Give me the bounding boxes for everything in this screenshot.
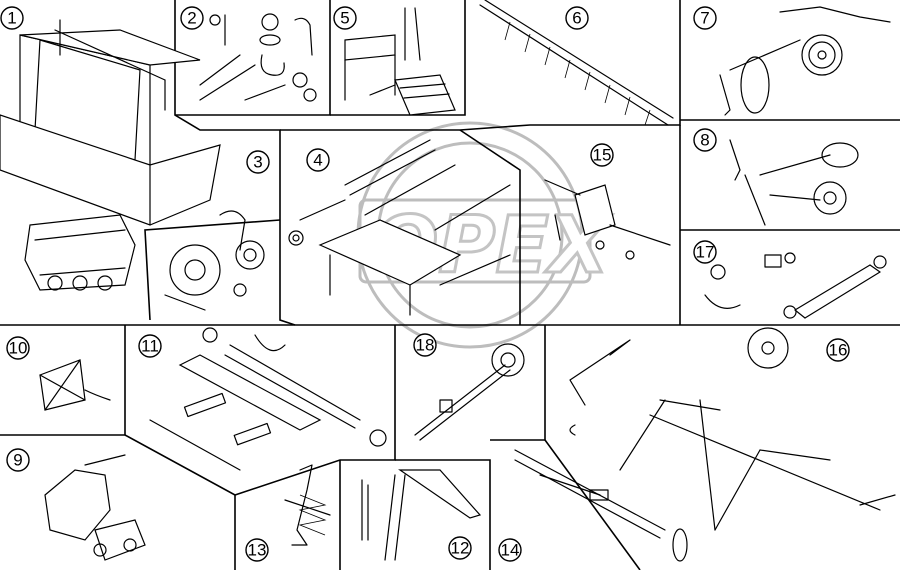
- callout-10: 10: [6, 336, 30, 360]
- callout-7: 7: [693, 6, 717, 30]
- svg-text:13: 13: [248, 541, 267, 560]
- support-stand-illustration: [361, 469, 482, 561]
- svg-text:5: 5: [340, 9, 349, 28]
- fittings-illustration: [199, 13, 317, 102]
- callout-4: 4: [306, 148, 330, 172]
- coulter-wheel-illustration: [719, 6, 891, 116]
- svg-text:16: 16: [829, 341, 848, 360]
- callout-18: 18: [413, 333, 437, 357]
- callout-17: 17: [693, 240, 717, 264]
- coulter-assembly-illustration: [729, 139, 859, 226]
- svg-text:10: 10: [9, 339, 28, 358]
- callout-9: 9: [6, 448, 30, 472]
- svg-text:8: 8: [700, 131, 709, 150]
- tow-frame-illustration: [569, 327, 896, 531]
- callout-3: 3: [246, 150, 270, 174]
- marker-arm-illustration: [514, 449, 688, 562]
- svg-text:12: 12: [451, 539, 470, 558]
- svg-text:3: 3: [253, 153, 262, 172]
- meter-drive-illustration: [164, 210, 265, 311]
- callout-11: 11: [138, 334, 162, 358]
- svg-text:17: 17: [696, 243, 715, 262]
- gear-sensor-illustration: [414, 343, 525, 441]
- svg-text:9: 9: [13, 451, 22, 470]
- callout-16: 16: [826, 338, 850, 362]
- svg-text:4: 4: [313, 151, 322, 170]
- svg-text:1: 1: [7, 9, 16, 28]
- callout-6: 6: [565, 6, 589, 30]
- svg-text:18: 18: [416, 336, 435, 355]
- hydraulic-cylinder-illustration: [704, 252, 887, 319]
- main-frame-illustration: [288, 139, 511, 316]
- reflector-sign-illustration: [39, 359, 111, 411]
- gearbox-illustration: [544, 179, 671, 260]
- step-ladder-illustration: [344, 7, 456, 116]
- svg-text:6: 6: [572, 9, 581, 28]
- axle-frame-illustration: [149, 327, 387, 471]
- callout-15: 15: [590, 143, 614, 167]
- svg-text:2: 2: [187, 9, 196, 28]
- callout-5: 5: [333, 6, 357, 30]
- callout-8: 8: [693, 128, 717, 152]
- spring-assembly-illustration: [284, 464, 331, 546]
- callout-2: 2: [180, 6, 204, 30]
- svg-text:11: 11: [141, 337, 159, 356]
- callout-14: 14: [498, 538, 522, 562]
- svg-text:14: 14: [501, 541, 520, 560]
- seed-hopper-illustration: [0, 19, 221, 291]
- callout-13: 13: [245, 538, 269, 562]
- svg-text:15: 15: [593, 146, 612, 165]
- hitch-illustration: [44, 454, 146, 561]
- callout-12: 12: [448, 536, 472, 560]
- callout-1: 1: [0, 6, 24, 30]
- svg-text:7: 7: [700, 9, 709, 28]
- harrow-bar-illustration: [479, 0, 674, 126]
